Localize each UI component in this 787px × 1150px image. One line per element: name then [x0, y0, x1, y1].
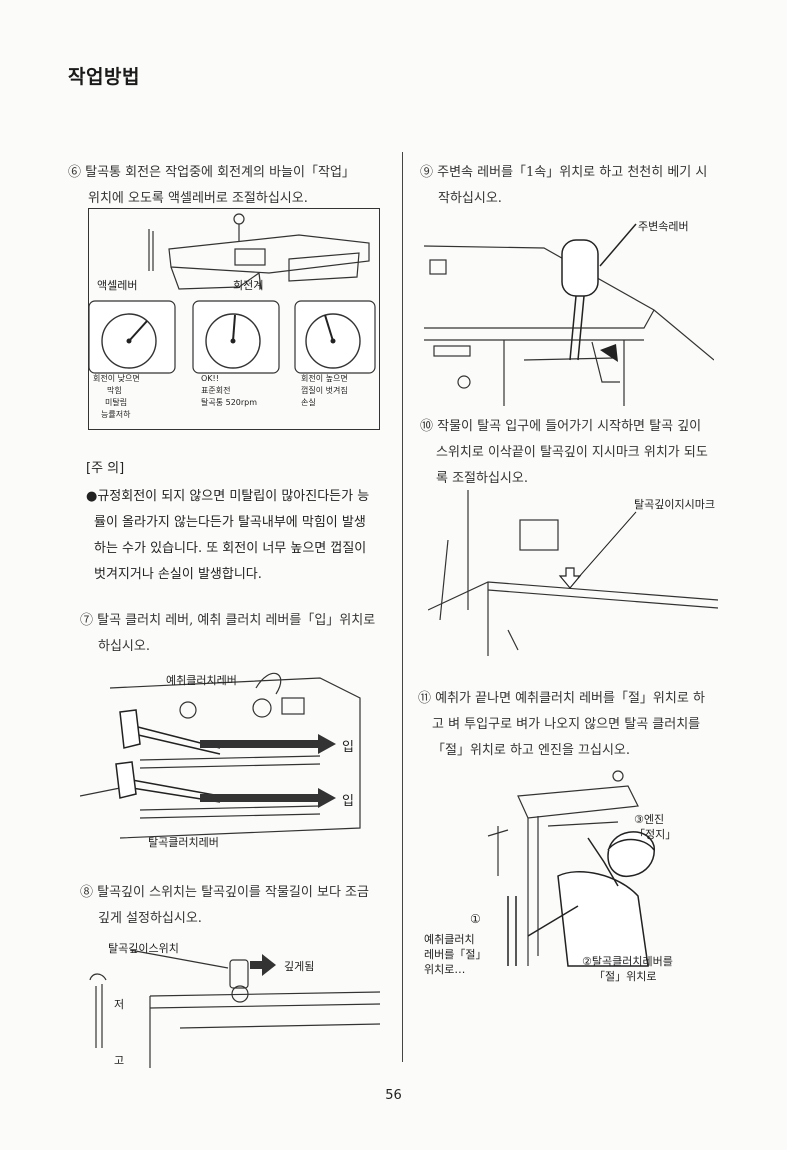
figure-depth-mark: 탈곡깊이지시마크 [428, 490, 718, 656]
step-11-line-3: 「절」위치로 하고 엔진을 끄십시오. [432, 743, 631, 758]
step-11-line-2: 고 벼 투입구로 벼가 나오지 않으면 탈곡 클러치를 [432, 717, 701, 732]
step-6: ⑥ 탈곡통 회전은 작업중에 회전계의 바늘이「작업」 위치에 오도록 액셀레버… [68, 160, 388, 212]
page-number: 56 [385, 1088, 402, 1103]
caution-heading: [주 의] [86, 461, 125, 476]
figure-tachometer: 액셀레버 회전계 회전이 낮으면 막힘 미탈립 능률저하 OK!! 표준회전 탈… [88, 208, 380, 430]
tachometer-illustration [89, 213, 376, 374]
section-title: 작업방법 [68, 66, 140, 88]
depth-mark-label: 탈곡깊이지시마크 [634, 498, 715, 511]
step-6-line-2: 위치에 오도록 액셀레버로 조절하십시오. [88, 191, 308, 206]
gauge-ok-caption-1: OK!! [201, 374, 219, 383]
step-8-line-2: 깊게 설정하십시오. [98, 911, 202, 926]
reaping-clutch-lever-label: 예취클러치레버 [166, 674, 237, 687]
gauge-low-caption-4: 능률저하 [101, 410, 131, 419]
gauge-low-caption-3: 미탈립 [105, 398, 128, 407]
gauge-high-caption-3: 손실 [301, 398, 316, 407]
gauge-high-caption-2: 껍질이 벗겨짐 [301, 386, 348, 395]
step-8-line-1: ⑧ 탈곡깊이 스위치는 탈곡깊이를 작물길이 보다 조금 [80, 885, 369, 900]
gauge-high-caption-1: 회전이 높으면 [301, 374, 348, 383]
callout-1-line-2: 레버를「절」 [424, 948, 487, 961]
deeper-label: 깊게됨 [284, 960, 315, 973]
depth-switch-label: 탈곡깊이스위치 [108, 942, 179, 955]
step-11: ⑪ 예취가 끝나면 예취클러치 레버를「절」위치로 하 고 벼 투입구로 벼가 … [418, 686, 718, 764]
depth-mark-illustration [428, 490, 718, 656]
figure-clutch-levers: 예취클러치레버 입 입 탈곡클러치레버 [80, 668, 380, 852]
main-shift-lever-illustration [424, 223, 714, 406]
step-7-line-2: 하십시오. [98, 639, 150, 654]
step-10-line-2: 스위치로 이삭끝이 탈곡깊이 지시마크 위치가 되도 [436, 445, 708, 460]
step-11-line-1: ⑪ 예취가 끝나면 예취클러치 레버를「절」위치로 하 [418, 691, 705, 706]
step-10: ⑩ 작물이 탈곡 입구에 들어가기 시작하면 탈곡 깊이 스위치로 이삭끝이 탈… [420, 414, 720, 492]
caution-line-1: ●규정회전이 되지 않으면 미탈립이 많아진다든가 능 [86, 489, 370, 504]
accel-lever-label: 액셀레버 [97, 279, 138, 292]
step-10-line-3: 록 조절하십시오. [436, 471, 528, 486]
step-9: ⑨ 주변속 레버를「1속」위치로 하고 천천히 베기 시 작하십시오. [420, 160, 720, 212]
in-position-label-1: 입 [342, 740, 354, 755]
in-position-label-2: 입 [342, 794, 354, 809]
step-6-line-1: ⑥ 탈곡통 회전은 작업중에 회전계의 바늘이「작업」 [68, 165, 355, 180]
step-9-line-2: 작하십시오. [438, 191, 502, 206]
caution-line-3: 하는 수가 있습니다. 또 회전이 너무 높으면 껍질이 [94, 541, 367, 556]
step-8: ⑧ 탈곡깊이 스위치는 탈곡깊이를 작물길이 보다 조금 깊게 설정하십시오. [80, 880, 390, 932]
caution-line-2: 률이 올라가지 않는다든가 탈곡내부에 막힘이 발생 [94, 515, 366, 530]
callout-1-text: 예취클러치 레버를「절」 위치로… [424, 932, 486, 977]
callout-1-line-3: 위치로… [424, 963, 466, 976]
step-7-line-1: ⑦ 탈곡 클러치 레버, 예취 클러치 레버를「입」위치로 [80, 613, 376, 628]
gauge-low-caption: 회전이 낮으면 막힘 미탈립 능률저하 [93, 373, 140, 421]
callout-3-line-2: 「정지」 [634, 828, 677, 841]
gauge-ok-caption-3: 탈곡통 520rpm [201, 398, 258, 407]
tachometer-label: 회전계 [233, 279, 264, 292]
main-shift-lever-label: 주변속레버 [638, 220, 689, 233]
callout-3-text: ③엔진 「정지」 [634, 812, 676, 842]
callout-2-text: ②탈곡클러치레버를 「절」위치로 [582, 954, 673, 984]
callout-2-line-2: 「절」위치로 [594, 970, 657, 983]
gauge-ok-caption: OK!! 표준회전 탈곡통 520rpm [201, 373, 257, 409]
high-label: 고 [114, 1054, 125, 1067]
caution-block: [주 의] ●규정회전이 되지 않으면 미탈립이 많아진다든가 능 률이 올라가… [86, 456, 386, 588]
depth-switch-illustration [89, 949, 380, 1068]
low-label: 저 [114, 998, 125, 1011]
figure-depth-switch: 탈곡깊이스위치 깊게됨 저 고 [80, 938, 380, 1068]
callout-1-line-1: 예취클러치 [424, 933, 475, 946]
gauge-ok-caption-2: 표준회전 [201, 386, 231, 395]
caution-line-4: 벗겨지거나 손실이 발생합니다. [94, 567, 262, 582]
gauge-low-caption-1: 회전이 낮으면 [93, 374, 140, 383]
callout-2-line-1: ②탈곡클러치레버를 [582, 955, 673, 968]
step-10-line-1: ⑩ 작물이 탈곡 입구에 들어가기 시작하면 탈곡 깊이 [420, 419, 702, 434]
threshing-clutch-lever-label: 탈곡클러치레버 [148, 836, 219, 849]
clutch-levers-illustration [80, 672, 361, 839]
gauge-low-caption-2: 막힘 [107, 386, 122, 395]
step-9-line-1: ⑨ 주변속 레버를「1속」위치로 하고 천천히 베기 시 [420, 165, 708, 180]
figure-main-shift-lever: 주변속레버 [424, 210, 714, 406]
operator-illustration [487, 770, 655, 967]
callout-1-number: ① [470, 912, 481, 926]
gauge-high-caption: 회전이 높으면 껍질이 벗겨짐 손실 [301, 373, 348, 409]
column-divider [402, 152, 403, 1062]
figure-operator-stop: ① 예취클러치 레버를「절」 위치로… ②탈곡클러치레버를 「절」위치로 ③엔진… [418, 766, 718, 986]
callout-3-line-1: ③엔진 [634, 813, 665, 826]
step-7: ⑦ 탈곡 클러치 레버, 예취 클러치 레버를「입」위치로 하십시오. [80, 608, 390, 660]
